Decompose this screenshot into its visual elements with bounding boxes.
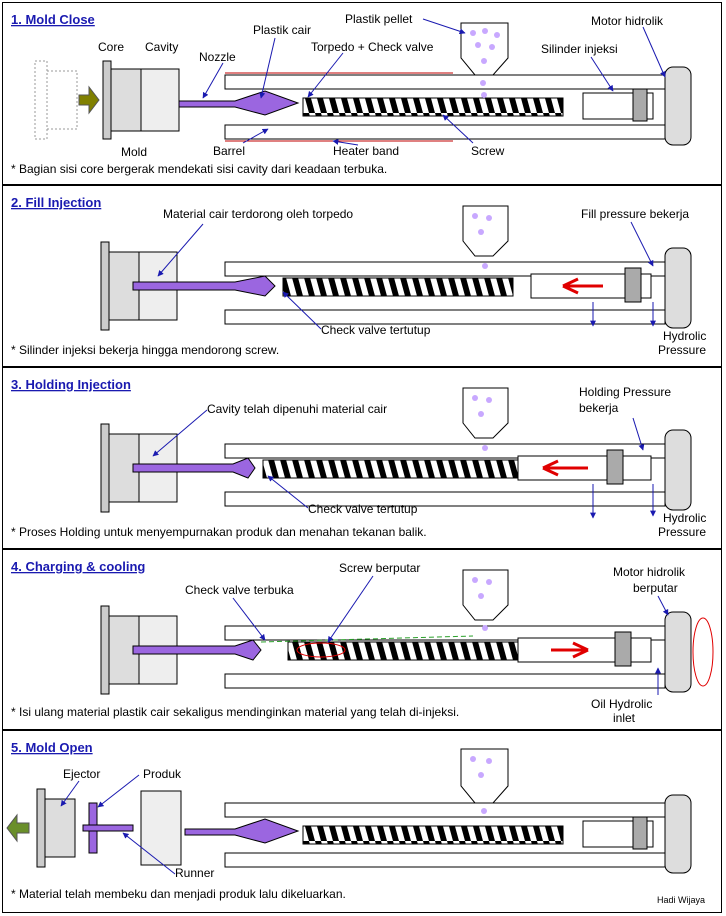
open-arrow-icon: [6, 813, 30, 843]
svg-text:Check valve tertutup: Check valve tertutup: [321, 323, 431, 337]
hopper: [462, 569, 509, 621]
panel-title: 5. Mold Open: [11, 740, 93, 755]
barrel-bottom: [224, 124, 666, 140]
svg-text:Core: Core: [98, 40, 124, 54]
svg-text:Produk: Produk: [143, 767, 182, 781]
svg-text:Holding Pressure: Holding Pressure: [579, 385, 671, 399]
svg-text:Material cair terdorong oleh t: Material cair terdorong oleh torpedo: [163, 207, 353, 221]
svg-text:Pressure: Pressure: [658, 343, 706, 357]
svg-text:Hydrolic: Hydrolic: [663, 329, 706, 343]
svg-text:Cavity telah dipenuhi material: Cavity telah dipenuhi material cair: [207, 402, 387, 416]
screw-rotation-icon: [296, 642, 346, 658]
fill-injection-diagram: 2. Fill Injection Material cair terdoron…: [11, 195, 706, 357]
molten-plastic: [132, 639, 262, 661]
svg-text:Plastik pellet: Plastik pellet: [345, 12, 413, 26]
moving-platen-open: [34, 60, 78, 140]
svg-text:Heater band: Heater band: [333, 144, 399, 158]
panel-title: 3. Holding Injection: [11, 377, 131, 392]
svg-text:Runner: Runner: [175, 866, 214, 880]
svg-text:Check valve tertutup: Check valve tertutup: [308, 502, 418, 516]
svg-text:Motor hidrolik: Motor hidrolik: [613, 565, 686, 579]
svg-text:Plastik cair: Plastik cair: [253, 23, 311, 37]
note: * Proses Holding untuk menyempurnakan pr…: [11, 525, 427, 539]
pressure-arrow-icon: [542, 459, 588, 477]
mold-close-diagram: 1. Mold Close Core Cavity Mold Nozzle Pl…: [11, 12, 692, 176]
panel-charging-cooling: 4. Charging & cooling Check valve terbuk…: [2, 549, 722, 730]
panel-title: 1. Mold Close: [11, 12, 95, 27]
svg-text:Oil Hydrolic: Oil Hydrolic: [591, 697, 652, 711]
note: * Bagian sisi core bergerak mendekati si…: [11, 162, 387, 176]
screw: [302, 825, 564, 845]
return-arrow-icon: [551, 641, 589, 659]
hopper: [462, 205, 509, 257]
screw: [282, 277, 514, 297]
svg-text:Silinder injeksi: Silinder injeksi: [541, 42, 618, 56]
svg-text:Screw: Screw: [471, 144, 505, 158]
charging-cooling-diagram: 4. Charging & cooling Check valve terbuk…: [11, 559, 714, 725]
svg-text:inlet: inlet: [613, 711, 636, 725]
svg-text:Screw berputar: Screw berputar: [339, 561, 420, 575]
panel-title: 2. Fill Injection: [11, 195, 101, 210]
svg-text:Pressure: Pressure: [658, 525, 706, 539]
core: [110, 68, 142, 132]
credit: Hadi Wijaya: [657, 895, 705, 905]
holding-injection-diagram: 3. Holding Injection Cavity telah dipenu…: [11, 377, 706, 539]
note: * Isi ulang material plastik cair sekali…: [11, 705, 459, 719]
molten-plastic: [132, 457, 256, 479]
svg-text:bekerja: bekerja: [579, 401, 619, 415]
close-arrow-icon: [78, 85, 100, 115]
core-plate: [102, 60, 112, 140]
core-plate: [36, 788, 46, 868]
molten-plastic: [184, 818, 300, 844]
product: [82, 802, 134, 854]
pressure-arrow-icon: [562, 277, 603, 295]
svg-text:Barrel: Barrel: [213, 144, 245, 158]
svg-text:berputar: berputar: [633, 581, 678, 595]
motor-rotation-icon: [692, 617, 714, 687]
molten-plastic: [132, 275, 276, 297]
svg-text:Fill pressure bekerja: Fill pressure bekerja: [581, 207, 689, 221]
panel-fill-injection: 2. Fill Injection Material cair terdoron…: [2, 185, 722, 367]
cavity: [140, 68, 180, 132]
svg-text:Ejector: Ejector: [63, 767, 100, 781]
screw: [302, 97, 564, 117]
cavity: [140, 790, 182, 866]
svg-text:Check valve terbuka: Check valve terbuka: [185, 583, 294, 597]
hopper: [460, 748, 509, 804]
svg-text:Torpedo + Check valve: Torpedo + Check valve: [311, 40, 434, 54]
material-flow: [260, 635, 474, 643]
hopper: [462, 387, 509, 439]
panel-title: 4. Charging & cooling: [11, 559, 145, 574]
note: * Silinder injeksi bekerja hingga mendor…: [11, 343, 279, 357]
molten-plastic: [178, 90, 300, 116]
svg-text:Mold: Mold: [121, 145, 147, 159]
svg-text:Cavity: Cavity: [145, 40, 178, 54]
hydraulic-motor: [664, 66, 692, 146]
screw: [262, 459, 519, 479]
panel-holding-injection: 3. Holding Injection Cavity telah dipenu…: [2, 367, 722, 549]
barrel-top: [224, 74, 666, 90]
svg-text:Motor hidrolik: Motor hidrolik: [591, 14, 664, 28]
mold-open-diagram: 5. Mold Open Ejector Produk Runner * Mat…: [6, 740, 705, 905]
ejector-block: [44, 798, 76, 858]
note: * Material telah membeku dan menjadi pro…: [11, 887, 346, 901]
panel-mold-close: 1. Mold Close Core Cavity Mold Nozzle Pl…: [2, 2, 722, 185]
panel-mold-open: 5. Mold Open Ejector Produk Runner * Mat…: [2, 730, 722, 913]
svg-text:Hydrolic: Hydrolic: [663, 511, 706, 525]
svg-text:Nozzle: Nozzle: [199, 50, 236, 64]
